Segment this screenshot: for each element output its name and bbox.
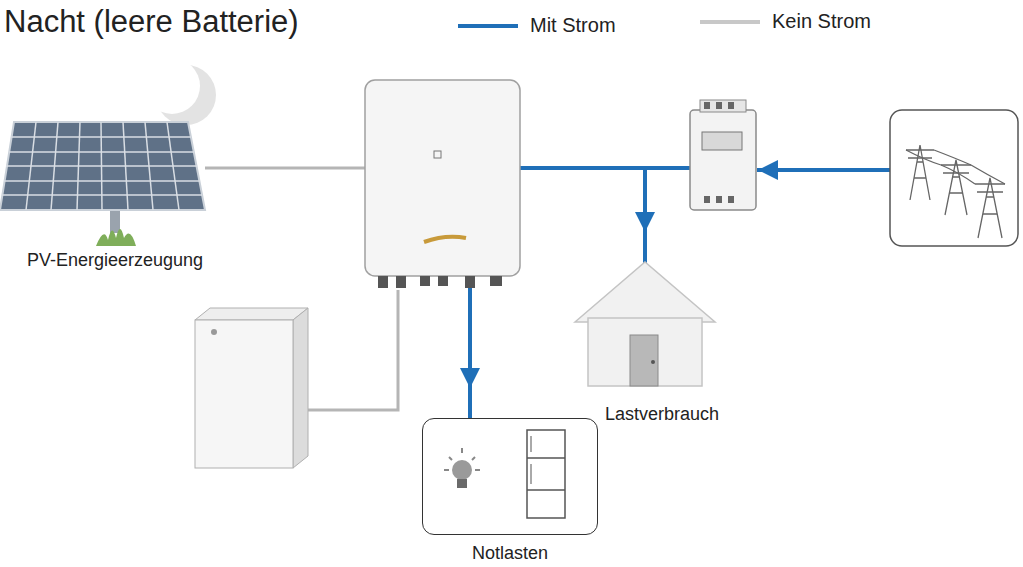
grid-wire: [757, 168, 890, 172]
dc-wire: [205, 167, 366, 170]
legend-label: Kein Strom: [772, 10, 871, 33]
energy-meter: [690, 100, 756, 210]
solar-panel: [0, 122, 205, 246]
legend-line-sample: [458, 24, 518, 28]
battery: [195, 308, 308, 468]
power-grid: [890, 110, 1018, 246]
legend-line-sample: [700, 20, 760, 24]
pv-node: PV-Energieerzeugung: [0, 60, 230, 280]
moon: [144, 58, 216, 125]
house: [575, 262, 715, 386]
load-node: Lastverbrauch: [565, 258, 795, 428]
legend-label: Mit Strom: [530, 14, 616, 37]
fridge-icon: [527, 430, 565, 518]
bulb-icon: [444, 448, 480, 488]
load-wire: [643, 168, 647, 265]
diagram-title: Nacht (leere Batterie): [4, 4, 299, 40]
grid-wire: [520, 166, 692, 170]
flow-arrow: [768, 168, 820, 172]
inverter: [365, 80, 520, 288]
flow-arrow: [468, 330, 472, 378]
node-label: PV-Energieerzeugung: [27, 250, 203, 271]
battery-wire: [305, 290, 398, 410]
backup-load-box: Notlasten: [422, 418, 598, 535]
flow-arrow: [643, 180, 647, 222]
backup-wire: [468, 288, 472, 418]
node-label: Notlasten: [472, 543, 548, 564]
node-label: Lastverbrauch: [605, 404, 719, 425]
